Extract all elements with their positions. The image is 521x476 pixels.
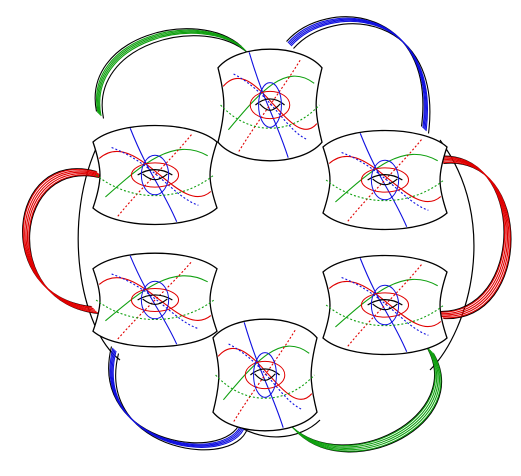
band-strand bbox=[294, 349, 437, 447]
band-strand bbox=[296, 351, 439, 449]
torus-lower-right bbox=[323, 256, 447, 355]
torus-top bbox=[218, 49, 322, 161]
torus-lower-left bbox=[93, 253, 217, 347]
band-strand bbox=[441, 161, 509, 317]
band-strand bbox=[298, 353, 441, 451]
band-strand bbox=[295, 350, 438, 448]
band-red-left bbox=[23, 169, 104, 314]
torus-upper-right bbox=[323, 131, 447, 230]
band-strand bbox=[443, 162, 511, 318]
torus-upper-left bbox=[93, 126, 217, 225]
torus-bottom bbox=[213, 319, 317, 431]
